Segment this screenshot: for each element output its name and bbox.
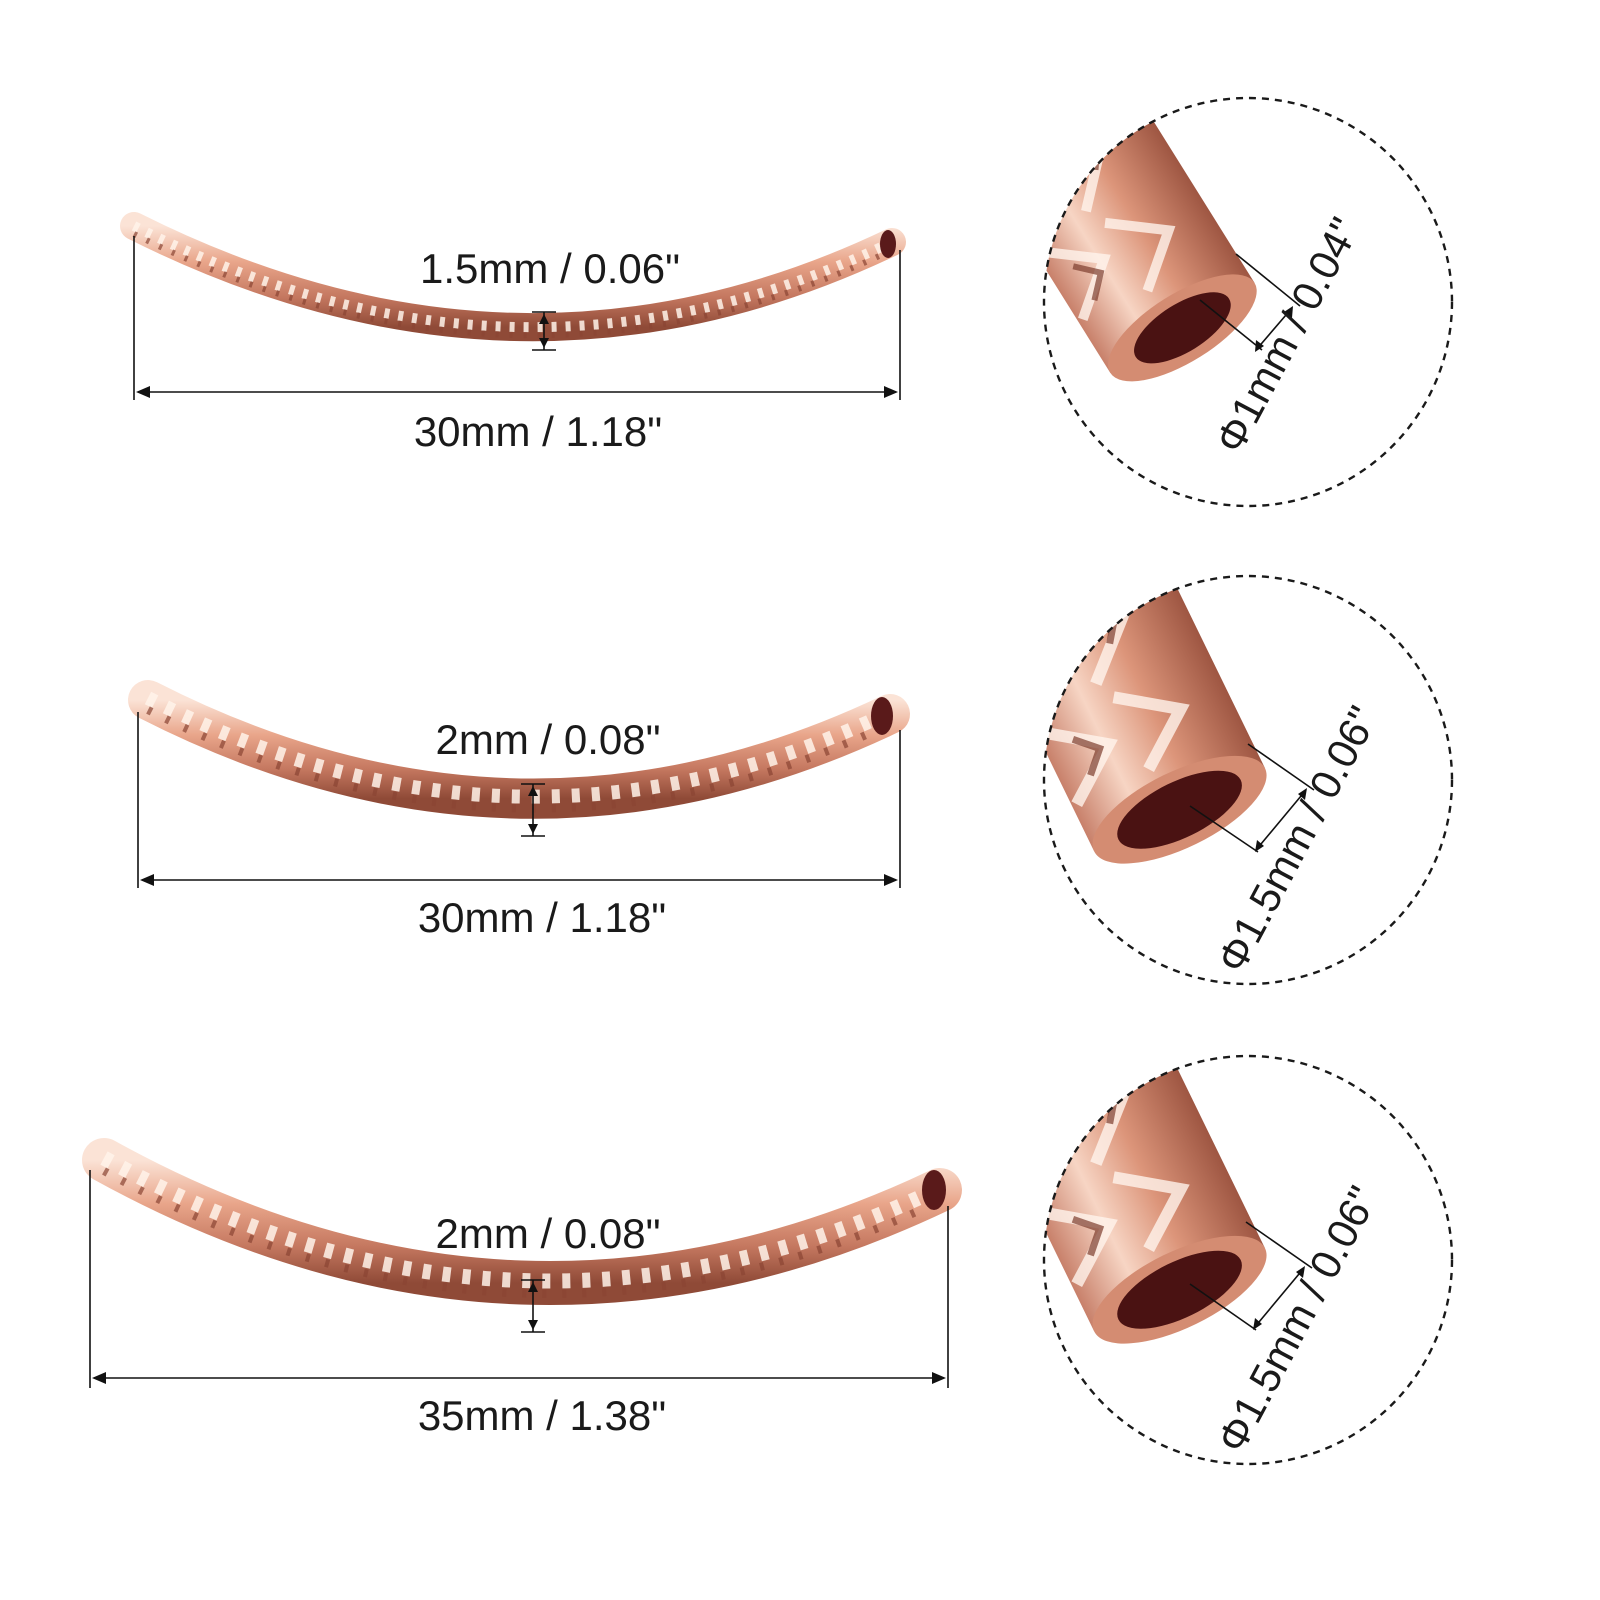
zoom-3-arrow-top [1296,1266,1305,1278]
zoom-1-arrow-bottom [1255,340,1264,352]
tube-1-diameter-arrow-bottom [539,338,549,348]
zoom-circle-1: Φ1mm / 0.04" [1042,96,1454,508]
tube-3-length-arrow-right [932,1372,946,1384]
zoom-1-dim-line [1255,307,1293,351]
zoom-2-dashed-outline [1042,574,1454,986]
tube-3-length-arrow-left [92,1372,106,1384]
tube-2-length-arrow-right [884,874,898,886]
zoom-1-bore [1134,292,1231,364]
zoom-2-ext-top [1247,743,1315,791]
tube-2-length-label: 30mm / 1.18" [418,894,666,941]
tube-1-body [120,212,906,342]
tube-3-diameter-arrow-bottom [528,1320,538,1330]
zoom-2-arrow-bottom [1255,840,1264,852]
tube-2-length-arrow-left [140,874,154,886]
tube-1-length-arrow-right [884,386,898,398]
tube-1-diameter-label: 1.5mm / 0.06" [420,245,680,292]
zoom-3-dashed-outline [1042,1054,1454,1466]
zoom-2-arrow-top [1298,788,1307,800]
tube-1-length-arrow-left [136,386,150,398]
zoom-1-ext-top [1235,253,1301,307]
zoom-1-dashed-outline [1042,96,1454,508]
tube-2-diameter-arrow-bottom [528,824,538,834]
tube-2-diameter-label: 2mm / 0.08" [436,716,661,763]
tube-3-texture [100,1151,944,1289]
tube-3-shadow-texture [102,1167,942,1298]
zoom-circle-2: Φ1.5mm / 0.06" [1042,574,1454,986]
zoom-3-bore [1117,1250,1242,1329]
tube-1-group: 30mm / 1.18" 1.5mm / 0.06" [120,212,906,455]
tube-3-end-opening [922,1170,946,1210]
tube-2-end-opening [871,697,893,735]
zoom-2-dim-line [1255,789,1307,851]
tube-3-length-label: 35mm / 1.38" [418,1392,666,1439]
zoom-1-ext-bottom [1199,299,1263,351]
zoom-2-ext-bottom [1189,805,1259,853]
tube-2-diameter-arrow-top [528,786,538,796]
zoom-1-arrow-top [1284,306,1293,318]
tube-3-diameter-arrow-top [528,1282,538,1292]
zoom-3-dim-line [1253,1267,1305,1329]
tube-3-group: 35mm / 1.38" 2mm / 0.08" [82,1138,962,1439]
tube-2-texture [144,691,894,804]
tube-1-length-label: 30mm / 1.18" [414,408,662,455]
zoom-3-arrow-bottom [1253,1318,1262,1330]
zoom-3-ext-bottom [1189,1283,1257,1331]
tube-2-group: 30mm / 1.18" 2mm / 0.08" [128,680,910,941]
zoom-2-bore [1117,770,1242,849]
zoom-circle-3: Φ1.5mm / 0.06" [1042,1054,1454,1466]
zoom-3-ext-top [1245,1221,1313,1269]
tube-3-diameter-label: 2mm / 0.08" [436,1210,661,1257]
tube-1-end-opening [880,230,896,258]
tube-1-diameter-arrow-top [539,314,549,324]
